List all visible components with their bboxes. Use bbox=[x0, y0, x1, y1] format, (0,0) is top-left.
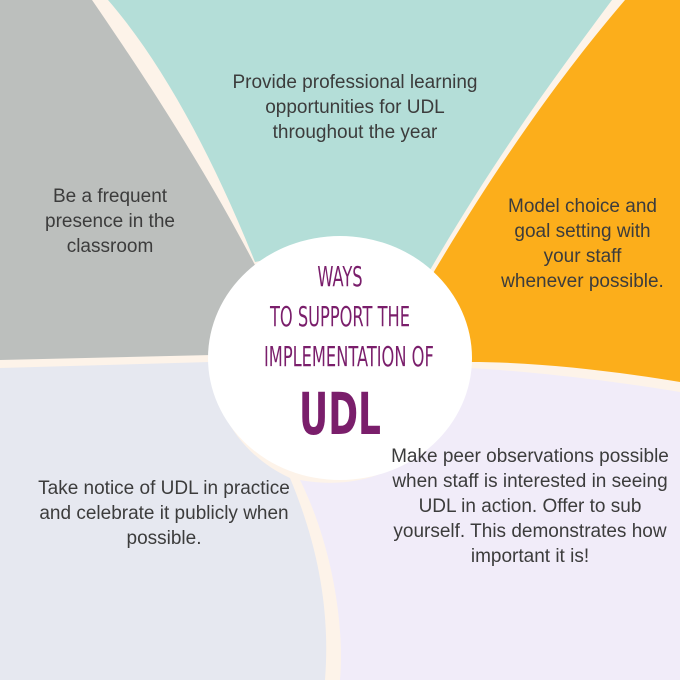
tip-classroom-presence: Be a frequent presence in the classroom bbox=[45, 186, 175, 257]
right-panel bbox=[432, 0, 680, 382]
tip-model-choice: Model choice and goal setting with your … bbox=[501, 196, 664, 292]
top-panel bbox=[108, 0, 612, 270]
left-panel bbox=[0, 0, 255, 360]
bottom-left-panel bbox=[0, 362, 327, 680]
title-line-ways: WAYS bbox=[317, 260, 363, 293]
bottom-right-panel bbox=[300, 368, 680, 680]
title-line-to-support: TO SUPPORT THE bbox=[269, 300, 410, 333]
center-circle bbox=[208, 236, 472, 480]
tip-celebrate-udl: Take notice of UDL in practice and celeb… bbox=[38, 478, 290, 549]
tip-peer-observations: Make peer observations possible when sta… bbox=[391, 446, 669, 567]
tip-professional-learning: Provide professional learning opportunit… bbox=[232, 72, 478, 143]
center-title: WAYS TO SUPPORT THE IMPLEMENTATION OF UD… bbox=[209, 244, 471, 484]
title-line-implementation: IMPLEMENTATION OF bbox=[264, 340, 434, 373]
title-line-udl: UDL bbox=[299, 380, 381, 448]
